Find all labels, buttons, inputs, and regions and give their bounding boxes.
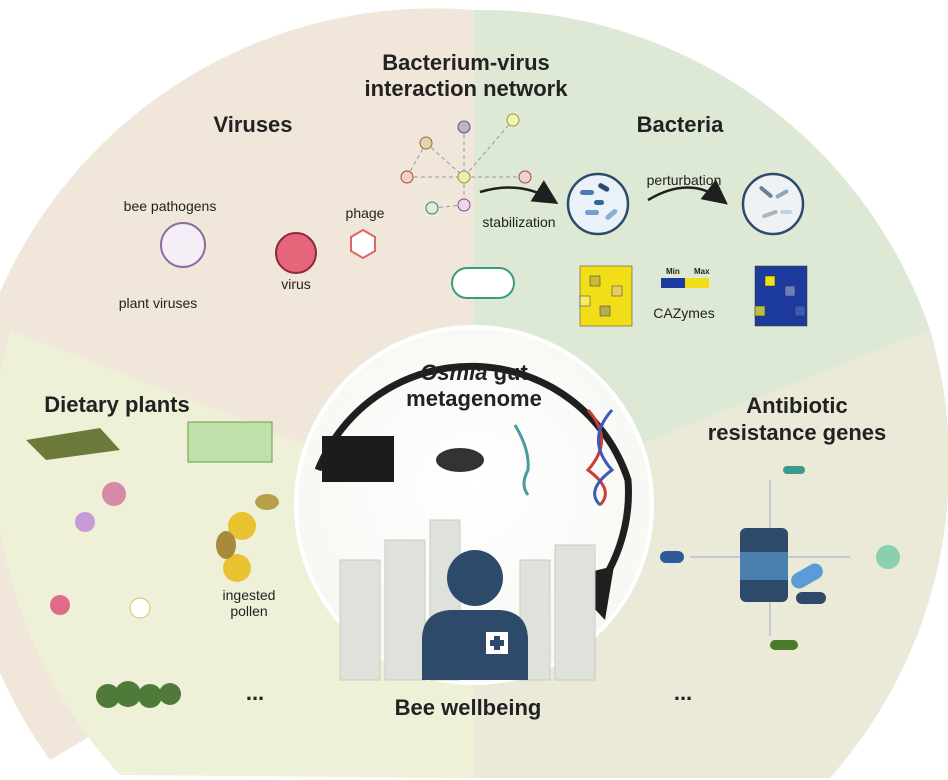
ingested-pollen-label-line2: pollen	[230, 603, 267, 619]
network-node	[400, 170, 414, 184]
flower-icon-3	[50, 595, 70, 615]
bee-nest-photo	[322, 436, 394, 482]
bacteria-dish-stable	[566, 172, 630, 236]
center-cycle-arrow	[314, 362, 632, 607]
network-node	[506, 113, 520, 127]
perturbation-arrow	[647, 179, 728, 205]
cazymes-label: CAZymes	[653, 305, 714, 321]
network-title-line2: interaction network	[365, 76, 569, 101]
dna-icon	[585, 408, 607, 507]
flower-icon	[102, 482, 126, 506]
pollen-icon	[228, 512, 256, 540]
antibiotic-ellipsis: ...	[674, 680, 692, 705]
network-graph	[406, 119, 525, 209]
bacteria-cluster-icon	[876, 545, 900, 569]
antibiotic-title-line1: Antibiotic	[746, 393, 847, 418]
center-title-line2: metagenome	[406, 386, 542, 411]
pill-icon	[796, 592, 826, 604]
heatmap-stable	[579, 265, 633, 327]
flower-icon-2	[75, 512, 95, 532]
bacteria-dish-perturbed	[741, 172, 805, 236]
perturbation-label: perturbation	[647, 172, 722, 188]
capsule-icon	[791, 563, 823, 589]
virus-particle-icon	[275, 232, 317, 274]
pollen-icon-2	[223, 554, 251, 582]
stabilization-label: stabilization	[482, 214, 555, 230]
flower-icon-4	[129, 597, 151, 619]
color-scale-bar-yellow	[685, 278, 709, 288]
dna-icon-strand	[593, 408, 615, 507]
bacterium-gene-icon	[783, 466, 805, 474]
forest-icon	[96, 681, 181, 708]
network-title-line1: Bacterium-virus	[382, 50, 550, 75]
bee-pathogens-label: bee pathogens	[124, 198, 217, 214]
network-node	[457, 198, 471, 212]
bacteria-title: Bacteria	[637, 112, 725, 137]
dietary-plants-title: Dietary plants	[44, 392, 190, 417]
scale-min-label: Min	[666, 267, 680, 276]
viruses-title: Viruses	[213, 112, 292, 137]
antibiotic-title-line2: resistance genes	[708, 420, 887, 445]
doctor-icon	[422, 550, 528, 680]
gut-icon	[513, 424, 530, 496]
virus-label: virus	[281, 276, 311, 292]
bacterium-green-icon	[770, 640, 798, 650]
phage-label: phage	[346, 205, 385, 221]
bee-wellbeing-title: Bee wellbeing	[395, 695, 542, 720]
bacterium-with-plasmid-icon	[451, 267, 515, 299]
bacterium-blue-icon	[660, 551, 684, 563]
pollen-icon-4	[216, 531, 236, 559]
pollen-icon-3	[255, 494, 279, 510]
plants-ellipsis: ...	[246, 680, 264, 705]
network-node	[457, 170, 471, 184]
network-node	[518, 170, 532, 184]
plant-viruses-label: plant viruses	[119, 295, 198, 311]
network-node	[425, 201, 439, 215]
center-title-line1: Osmia gut	[420, 360, 528, 385]
phage-icon	[350, 228, 376, 260]
bee-pathogens-bubble	[160, 222, 206, 268]
network-node	[419, 136, 433, 150]
scale-max-label: Max	[694, 267, 710, 276]
bottle-label	[740, 552, 788, 580]
stabilization-arrow	[479, 180, 559, 204]
bee-icon	[436, 448, 484, 472]
heatmap-perturbed	[754, 265, 808, 327]
ingested-pollen-label-line1: ingested	[223, 587, 276, 603]
network-node	[457, 120, 471, 134]
field-icon	[26, 428, 120, 460]
river-landscape-icon	[187, 421, 273, 463]
